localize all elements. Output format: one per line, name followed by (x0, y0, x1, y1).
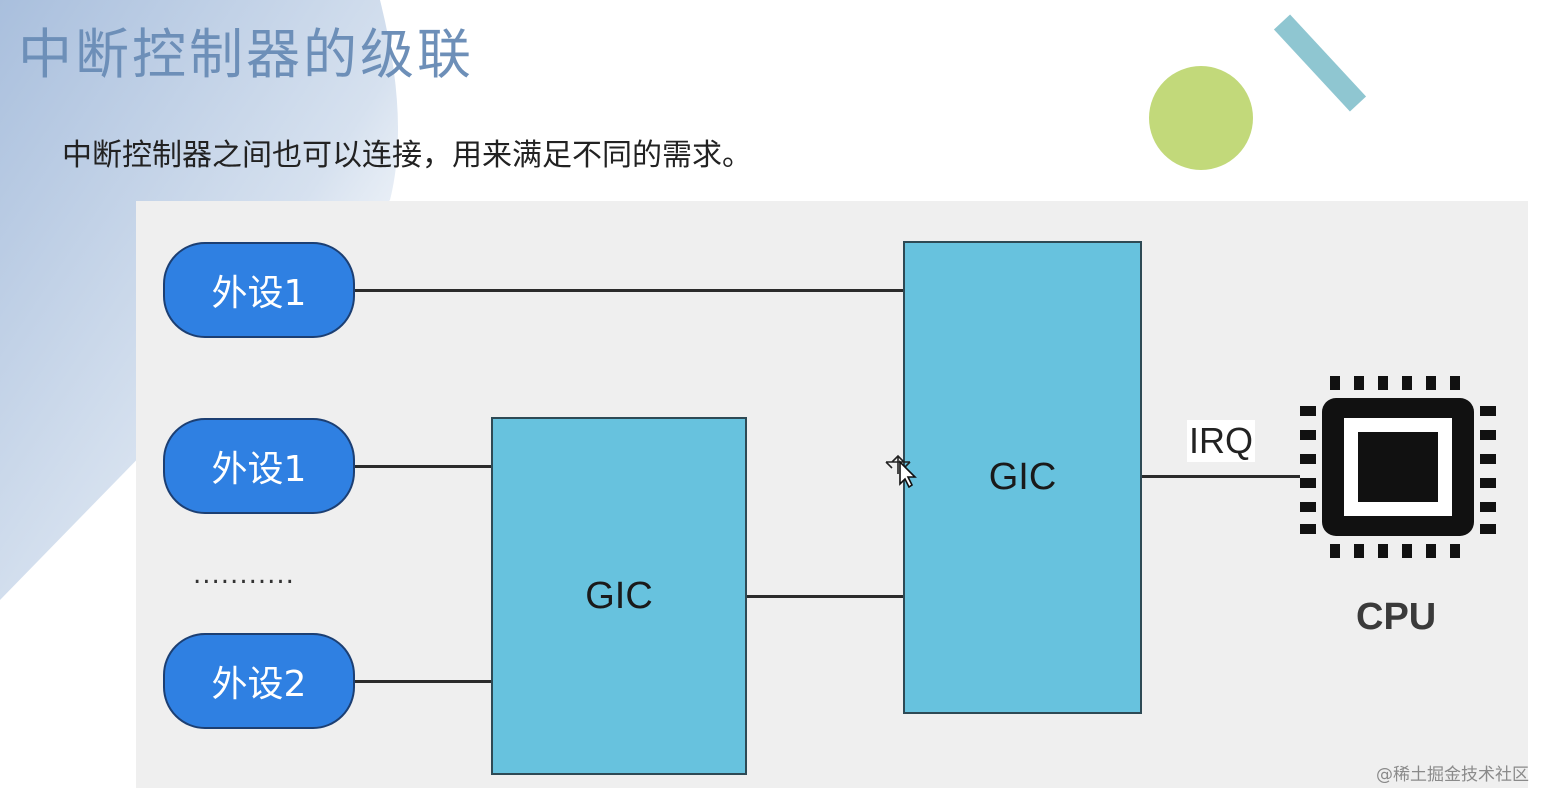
move-cursor-icon (885, 454, 917, 488)
teal-bar-decoration (1273, 14, 1367, 112)
gic-primary-label: GIC (988, 456, 1057, 498)
peripheral-1: 外设1 (163, 242, 355, 338)
wire-gic-secondary-to-gic-primary (745, 595, 907, 598)
cpu-label: CPU (1356, 596, 1437, 638)
gic-secondary-box: GIC (491, 417, 747, 775)
cpu-chip-icon (1300, 376, 1496, 558)
gic-primary-box: GIC (903, 241, 1142, 714)
wire-peripheral2-to-gic-secondary (355, 680, 495, 683)
peripheral-label: 外设1 (211, 273, 307, 314)
peripheral-ellipsis: ........... (193, 560, 295, 590)
peripheral-2: 外设2 (163, 633, 355, 729)
watermark: @稀土掘金技术社区 (1376, 765, 1529, 785)
peripheral-label: 外设1 (211, 449, 307, 490)
wire-peripheral1-to-gic-primary (355, 289, 907, 292)
slide-title: 中断控制器的级联 (18, 23, 474, 86)
peripheral-label: 外设2 (211, 664, 307, 705)
diagram-panel (136, 201, 1528, 788)
peripheral-1-second: 外设1 (163, 418, 355, 514)
slide-subtitle: 中断控制器之间也可以连接，用来满足不同的需求。 (62, 138, 752, 173)
wire-gic-primary-to-cpu (1140, 475, 1300, 478)
gic-secondary-label: GIC (585, 574, 653, 617)
decoration-shapes (1149, 14, 1367, 170)
green-circle-decoration (1149, 66, 1253, 170)
wire-peripheral1b-to-gic-secondary (355, 465, 495, 468)
irq-label: IRQ (1187, 420, 1256, 462)
